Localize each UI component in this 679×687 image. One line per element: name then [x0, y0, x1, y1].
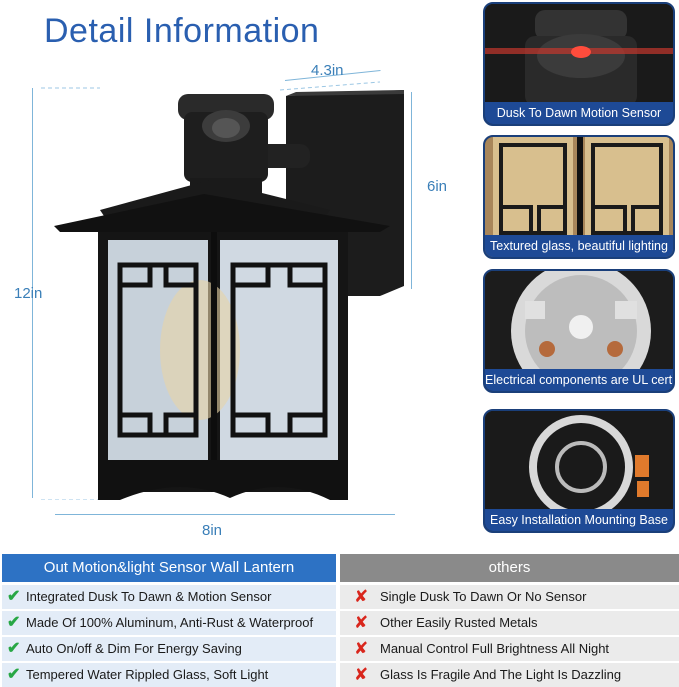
- check-icon: ✔: [7, 640, 21, 657]
- comparison-header-ours: Out Motion&light Sensor Wall Lantern: [2, 554, 336, 582]
- panel-caption-motion-sensor: Dusk To Dawn Motion Sensor: [485, 102, 673, 124]
- check-icon: ✔: [7, 588, 21, 605]
- comparison-header-others: others: [340, 554, 679, 582]
- page-title: Detail Information: [44, 12, 320, 50]
- comparison-item-others: Glass Is Fragile And The Light Is Dazzli…: [380, 667, 622, 682]
- panel-motion-sensor: Dusk To Dawn Motion Sensor: [483, 2, 675, 126]
- panel-ul-components: Electrical components are UL certified: [483, 269, 675, 393]
- comparison-item-ours: Made Of 100% Aluminum, Anti-Rust & Water…: [26, 615, 314, 630]
- cross-icon: ✘: [354, 587, 369, 606]
- check-icon: ✔: [7, 666, 21, 683]
- comparison-row-ours: ✔ Made Of 100% Aluminum, Anti-Rust & Wat…: [2, 611, 336, 635]
- comparison-item-ours: Tempered Water Rippled Glass, Soft Light: [26, 667, 269, 682]
- comparison-row-ours: ✔ Auto On/off & Dim For Energy Saving: [2, 637, 336, 661]
- comparison-item-others: Other Easily Rusted Metals: [380, 615, 538, 630]
- panel-caption-mounting-base: Easy Installation Mounting Base: [485, 509, 673, 531]
- panel-mounting-base: Easy Installation Mounting Base: [483, 409, 675, 533]
- cross-icon: ✘: [354, 613, 369, 632]
- comparison-row-others: ✘ Glass Is Fragile And The Light Is Dazz…: [340, 663, 679, 687]
- comparison-row-others: ✘ Other Easily Rusted Metals: [340, 611, 679, 635]
- check-icon: ✔: [7, 614, 21, 631]
- dimension-depth-label: 4.3in: [311, 62, 344, 79]
- comparison-row-ours: ✔ Integrated Dusk To Dawn & Motion Senso…: [2, 585, 336, 609]
- comparison-row-others: ✘ Manual Control Full Brightness All Nig…: [340, 637, 679, 661]
- lantern-product-image: [40, 81, 404, 500]
- comparison-item-ours: Integrated Dusk To Dawn & Motion Sensor: [26, 589, 272, 604]
- dimension-back-height-label: 6in: [427, 178, 448, 195]
- comparison-row-others: ✘ Single Dusk To Dawn Or No Sensor: [340, 585, 679, 609]
- dimension-total-height-label: 12in: [14, 285, 43, 302]
- panel-caption-ul-components: Electrical components are UL certified: [485, 369, 673, 391]
- panel-caption-textured-glass: Textured glass, beautiful lighting: [485, 235, 673, 257]
- cross-icon: ✘: [354, 639, 369, 658]
- comparison-row-ours: ✔ Tempered Water Rippled Glass, Soft Lig…: [2, 663, 336, 687]
- comparison-item-others: Single Dusk To Dawn Or No Sensor: [380, 589, 587, 604]
- panel-textured-glass: Textured glass, beautiful lighting: [483, 135, 675, 259]
- comparison-item-others: Manual Control Full Brightness All Night: [380, 641, 610, 656]
- dimension-width-label: 8in: [202, 522, 223, 539]
- cross-icon: ✘: [354, 665, 369, 684]
- comparison-item-ours: Auto On/off & Dim For Energy Saving: [26, 641, 242, 656]
